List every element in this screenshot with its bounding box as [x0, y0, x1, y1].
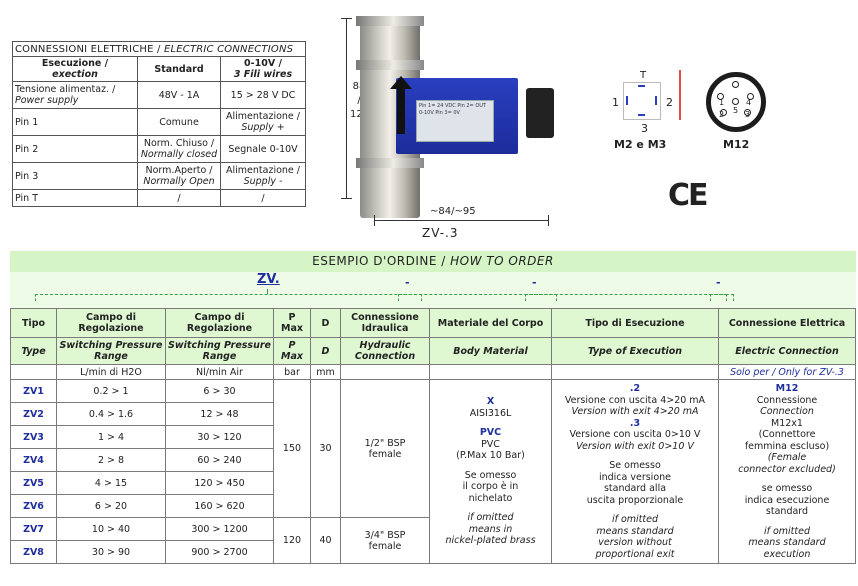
- connections-header-row: Esecuzione /exection Standard 0-10V /3 F…: [12, 56, 306, 82]
- code-dash-1: -: [405, 276, 410, 289]
- pipe-ring-lower: [356, 158, 424, 168]
- bracket-main: [35, 294, 557, 301]
- electric-cell: M12 Connessione Connection M12x1 (Connet…: [718, 379, 856, 564]
- m12-connector-icon: 1 2 3 4 5: [706, 72, 766, 132]
- bracket-material: [398, 294, 422, 301]
- ce-mark: CE: [668, 178, 708, 213]
- width-dimension-label: ~84/~95: [430, 206, 476, 217]
- code-prefix: ZV.: [257, 272, 280, 287]
- execution-cell: .2 Versione con uscita 4>20 mA Version w…: [551, 379, 719, 564]
- header-execution: Esecuzione /exection: [12, 56, 138, 82]
- m2-connector-icon: [623, 82, 661, 120]
- order-code-row: ZV. - - -: [10, 272, 856, 308]
- header-0-10v: 0-10V /3 Fili wires: [220, 56, 306, 82]
- m2-pin-3: 3: [641, 122, 648, 135]
- material-cell: X AISI316L PVC PVC (P.Max 10 Bar) Se ome…: [429, 379, 552, 564]
- m2-pin-2: 2: [666, 96, 673, 109]
- connections-row-power: Tensione alimentaz. /Power supply 48V - …: [12, 81, 306, 109]
- code-dash-3: -: [716, 276, 721, 289]
- flow-arrow-head: [390, 76, 412, 89]
- sensor-housing: Pin 1= 24 VDC Pin 2= OUT 0-10V Pin 3= 0V: [396, 78, 518, 154]
- product-photo: Pin 1= 24 VDC Pin 2= OUT 0-10V Pin 3= 0V: [340, 8, 554, 223]
- code-dash-2: -: [532, 276, 537, 289]
- m2-label: M2 e M3: [614, 138, 667, 151]
- bracket-execution: [525, 294, 727, 301]
- bracket-electric: [710, 294, 734, 301]
- height-dimension-line: [346, 18, 347, 198]
- connections-caption: CONNESSIONI ELETTRICHE / ELECTRIC CONNEC…: [12, 41, 306, 57]
- height-dimension-label: 88/120: [350, 81, 369, 120]
- dim-tick-right: [548, 215, 549, 226]
- dim-tick-bottom: [341, 198, 352, 199]
- connections-row-pin1: Pin 1 Comune Alimentazione /Supply +: [12, 108, 306, 136]
- model-label: ZV-.3: [422, 226, 459, 240]
- m2-pin-1: 1: [612, 96, 619, 109]
- header-standard: Standard: [137, 56, 221, 82]
- dim-tick-top: [341, 18, 352, 19]
- m2-pin-t: T: [640, 70, 647, 81]
- m12-label: M12: [723, 138, 750, 151]
- housing-label-plate: Pin 1= 24 VDC Pin 2= OUT 0-10V Pin 3= 0V: [416, 100, 494, 142]
- flow-arrow-icon: [397, 86, 405, 134]
- connections-row-pin3: Pin 3 Norm.Aperto /Normally Open Aliment…: [12, 162, 306, 190]
- electric-connections-table: CONNESSIONI ELETTRICHE / ELECTRIC CONNEC…: [12, 41, 306, 207]
- connections-row-pin2: Pin 2 Norm. Chiuso /Normally closed Segn…: [12, 135, 306, 163]
- width-dimension-line: [374, 220, 548, 221]
- cable-connector: [526, 88, 554, 138]
- pipe-thread-top: [356, 16, 424, 26]
- pipe-ring-upper: [356, 60, 424, 70]
- dim-tick-left: [374, 215, 375, 226]
- connections-row-pint: Pin T / /: [12, 189, 306, 207]
- divider-line: [679, 70, 681, 120]
- order-section-header: ESEMPIO D'ORDINE / HOW TO ORDER: [10, 251, 856, 272]
